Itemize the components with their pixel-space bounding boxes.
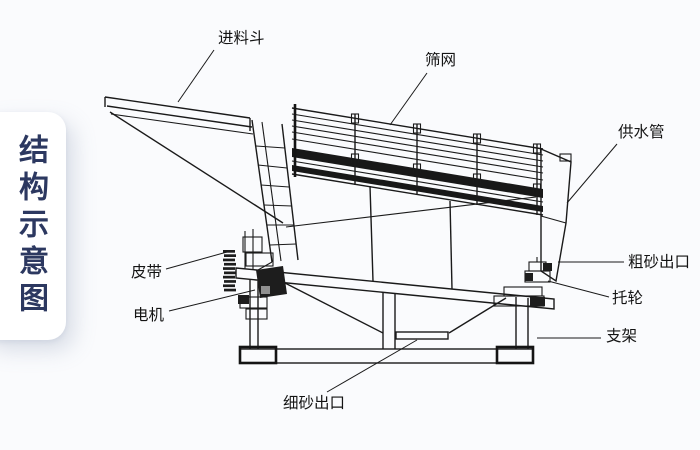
support-roller-assembly-shape <box>493 257 552 307</box>
label-stand: 支架 <box>606 327 637 345</box>
label-motor: 电机 <box>133 306 165 324</box>
label-fine-sand-outlet: 细砂出口 <box>283 394 345 412</box>
hopper-shape <box>104 96 284 224</box>
drum-mesh-shape <box>291 104 544 216</box>
leader-motor <box>168 289 256 312</box>
fine-sand-chute-shape <box>284 282 507 340</box>
label-coarse-sand-outlet: 粗砂出口 <box>628 253 690 271</box>
title-card: 结构示意图 <box>0 112 66 340</box>
leader-lines <box>165 49 624 393</box>
part-labels: 进料斗 筛网 供水管 粗砂出口 托轮 支架 皮带 电机 细砂出口 <box>131 29 690 412</box>
belt-shape <box>223 250 236 292</box>
leader-feed-hopper <box>177 49 215 103</box>
leader-water-supply-pipe <box>566 143 618 204</box>
water-pipe-shape <box>559 153 572 162</box>
leader-fine-sand-outlet <box>326 339 418 393</box>
label-support-roller: 托轮 <box>612 289 643 307</box>
leader-support-roller <box>547 280 610 298</box>
label-screen-mesh: 筛网 <box>425 51 456 69</box>
leader-belt <box>165 251 228 270</box>
page-title: 结构示意图 <box>13 133 48 319</box>
motor-assembly-shape <box>223 229 287 320</box>
body-frame-shape <box>257 185 537 290</box>
label-water-supply-pipe: 供水管 <box>618 123 665 141</box>
leader-screen-mesh <box>389 72 428 126</box>
label-belt: 皮带 <box>131 263 162 281</box>
motor-detail-shape <box>261 286 270 294</box>
label-feed-hopper: 进料斗 <box>218 29 265 47</box>
end-panel-shape <box>540 147 572 283</box>
feed-end-ladder-shape <box>251 119 299 263</box>
main-beam-shape <box>235 267 555 310</box>
motor-block-shape <box>256 266 287 298</box>
